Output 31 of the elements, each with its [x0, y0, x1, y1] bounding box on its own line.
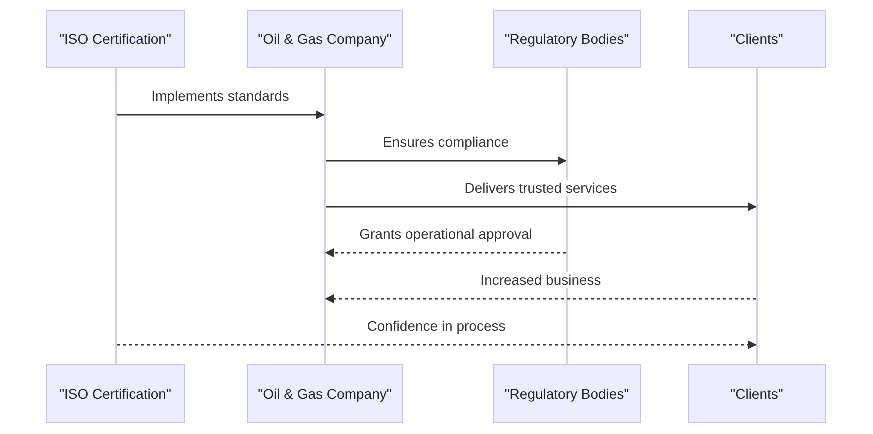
message-arrow	[326, 156, 567, 166]
participant-box	[247, 10, 403, 68]
message-label: Confidence in process	[365, 318, 508, 334]
lifeline	[324, 68, 326, 364]
participant-box	[688, 364, 826, 423]
participant-box	[688, 10, 826, 68]
message-label: Delivers trusted services	[462, 180, 620, 196]
message-label: Increased business	[478, 272, 604, 288]
message-arrow	[326, 202, 757, 212]
participant-name: "Clients"	[730, 386, 784, 402]
participant-name: "Regulatory Bodies"	[504, 31, 630, 47]
participant-name: "ISO Certification"	[60, 386, 172, 402]
participant-name: "Clients"	[730, 31, 784, 47]
participant-name: "ISO Certification"	[60, 31, 172, 47]
message-arrow	[117, 340, 757, 350]
message-arrow	[117, 110, 325, 120]
message-label: Implements standards	[150, 88, 292, 104]
lifeline	[115, 68, 117, 364]
message-arrow	[325, 248, 566, 258]
participant-name: "Oil & Gas Company"	[258, 386, 392, 402]
participant-box	[493, 364, 641, 423]
message-arrow	[325, 294, 756, 304]
participant-name: "Regulatory Bodies"	[504, 386, 630, 402]
participant-box	[46, 364, 185, 423]
lifeline	[756, 68, 758, 364]
participant-box	[46, 10, 185, 68]
lifeline	[566, 68, 568, 364]
message-label: Grants operational approval	[358, 226, 534, 242]
participant-box	[247, 364, 403, 423]
participant-name: "Oil & Gas Company"	[258, 31, 392, 47]
participant-box	[493, 10, 641, 68]
